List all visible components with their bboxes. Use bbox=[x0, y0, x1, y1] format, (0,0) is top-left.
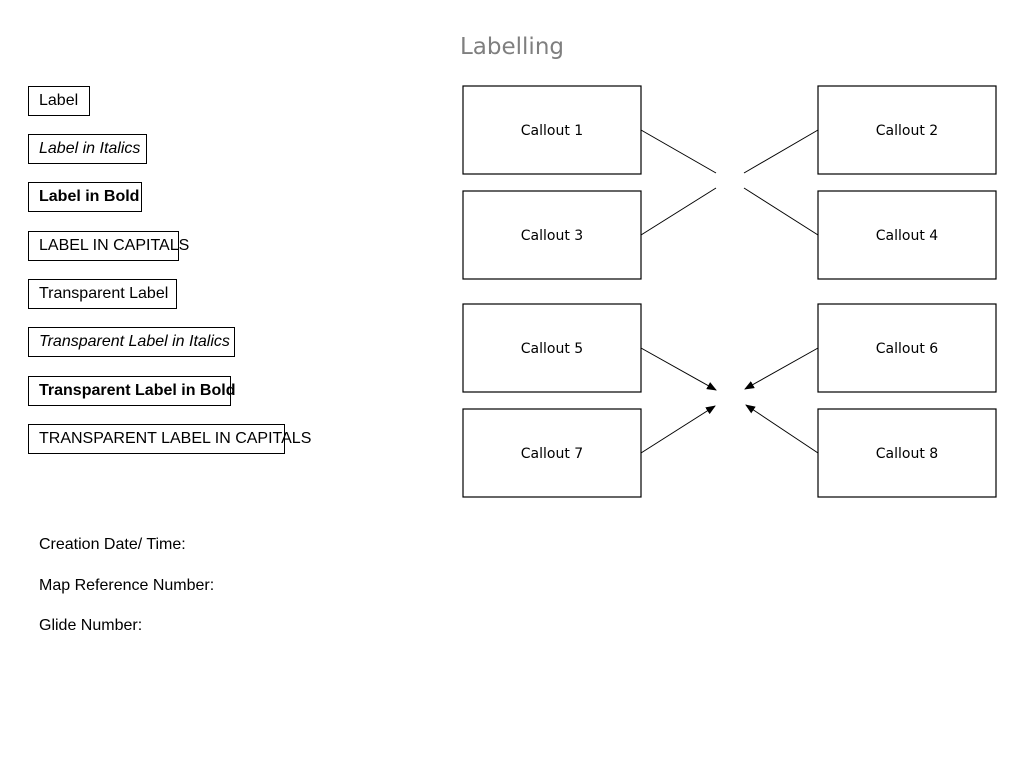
callout-3[interactable]: Callout 3 bbox=[462, 190, 642, 280]
label-sample-transparent[interactable]: Transparent Label bbox=[28, 279, 177, 309]
callout-1-label: Callout 1 bbox=[521, 123, 583, 139]
label-sample-plain[interactable]: Label bbox=[28, 86, 90, 116]
callout-3-leader-line bbox=[640, 187, 717, 236]
callout-1-leader-line bbox=[640, 129, 717, 174]
callout-7[interactable]: Callout 7 bbox=[462, 408, 642, 498]
callout-8-label: Callout 8 bbox=[876, 446, 938, 462]
callout-6-label: Callout 6 bbox=[876, 341, 939, 357]
creation-date-label: Creation Date/ Time: bbox=[39, 536, 186, 553]
callout-7-label: Callout 7 bbox=[521, 446, 583, 462]
label-sample-text: TRANSPARENT LABEL IN CAPITALS bbox=[39, 430, 312, 447]
callout-3-label: Callout 3 bbox=[521, 228, 583, 244]
label-sample-text: LABEL IN CAPITALS bbox=[39, 237, 190, 254]
label-sample-bold[interactable]: Label in Bold bbox=[28, 182, 142, 212]
label-sample-text: Label in Bold bbox=[39, 188, 140, 205]
label-sample-text: Transparent Label bbox=[39, 285, 169, 302]
label-sample-text: Label bbox=[39, 92, 79, 109]
label-sample-italics[interactable]: Label in Italics bbox=[28, 134, 147, 164]
callout-2[interactable]: Callout 2 bbox=[817, 85, 997, 175]
callout-4[interactable]: Callout 4 bbox=[817, 190, 997, 280]
glide-number-label: Glide Number: bbox=[39, 617, 143, 634]
callout-1[interactable]: Callout 1 bbox=[462, 85, 642, 175]
label-sample-transparent-italics[interactable]: Transparent Label in Italics bbox=[28, 327, 235, 357]
callout-7-leader-arrow bbox=[640, 405, 716, 454]
callout-2-label: Callout 2 bbox=[876, 123, 938, 139]
callout-8-leader-arrow bbox=[745, 404, 819, 454]
callout-8[interactable]: Callout 8 bbox=[817, 408, 997, 498]
label-sample-transparent-capitals[interactable]: TRANSPARENT LABEL IN CAPITALS bbox=[28, 424, 311, 454]
label-sample-capitals[interactable]: LABEL IN CAPITALS bbox=[28, 231, 189, 261]
callout-2-leader-line bbox=[743, 129, 819, 174]
callout-6[interactable]: Callout 6 bbox=[817, 303, 997, 393]
page-title: Labelling bbox=[459, 34, 564, 60]
callout-5[interactable]: Callout 5 bbox=[462, 303, 642, 393]
label-sample-text: Transparent Label in Italics bbox=[39, 333, 230, 350]
callout-4-label: Callout 4 bbox=[876, 228, 939, 244]
label-sample-text: Transparent Label in Bold bbox=[39, 382, 236, 399]
callout-5-leader-arrow bbox=[640, 347, 717, 391]
callout-4-leader-line bbox=[743, 187, 819, 236]
map-reference-label: Map Reference Number: bbox=[39, 577, 215, 594]
label-sample-text: Label in Italics bbox=[39, 140, 141, 157]
callout-6-leader-arrow bbox=[744, 347, 819, 390]
callout-5-label: Callout 5 bbox=[521, 341, 583, 357]
label-sample-transparent-bold[interactable]: Transparent Label in Bold bbox=[28, 376, 235, 406]
